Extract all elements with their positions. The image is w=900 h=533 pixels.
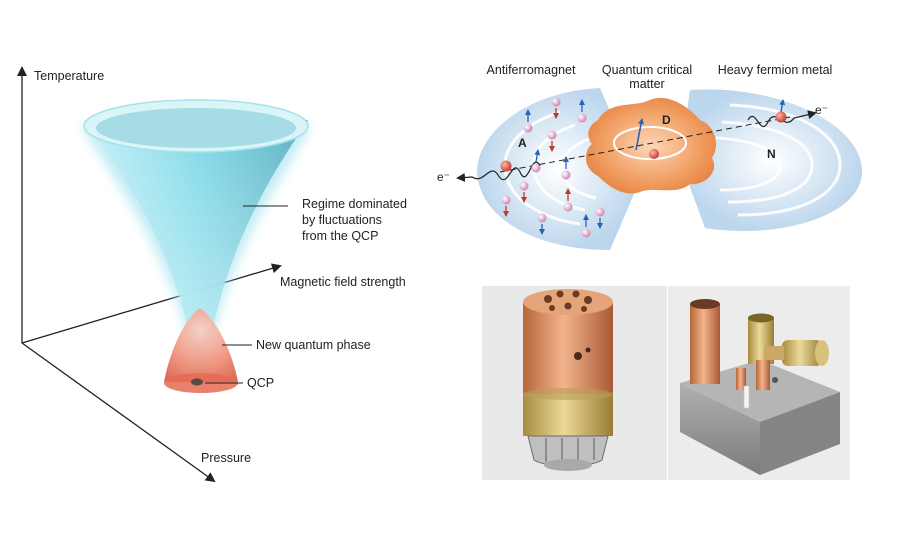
spin-atom [581,214,591,238]
right-spin-arrow [779,99,786,113]
electron-left [500,160,512,172]
center-spin-arrow [635,118,644,151]
electron-trajectory [499,116,791,173]
qcp-point [191,378,203,386]
spin-atom [551,97,561,119]
critical-title-line2: matter [629,77,664,91]
copper-cylinder [523,302,613,398]
spin-atom [563,188,573,212]
steel-block-front [680,383,760,475]
spin-atom [501,195,511,217]
quantum-critical-blob [585,97,716,194]
quantum-phase-dome [164,308,238,382]
qcp-label: QCP [247,376,274,390]
copper-tube [690,304,720,384]
sample-holder-photo [482,286,667,480]
antiferromagnet-title: Antiferromagnet [487,63,576,77]
spin-atom [537,213,547,235]
regime-label-line2: by fluctuations [302,213,382,227]
pressure-cell-photo [668,286,850,480]
copper-part [756,360,770,390]
regime-label-line3: from the QCP [302,229,378,243]
pressure-axis [21,342,216,483]
temperature-label: Temperature [34,69,104,83]
copper-top [523,289,613,315]
pressure-label: Pressure [201,451,251,465]
electron-right [775,111,787,123]
side-hole [574,352,582,360]
region-label-d: D [662,113,671,127]
copper-top-holes [544,290,592,312]
regime-label-line1: Regime dominated [302,197,407,211]
white-post [743,385,750,409]
spin-atom [561,156,571,180]
critical-title-line1: Quantum critical [602,63,692,77]
spin-atom [531,149,541,173]
phase-diagram: Temperature Magnetic field strength Pres… [17,66,407,483]
heavy-fermion-title: Heavy fermion metal [718,63,833,77]
spin-atom [523,109,533,133]
field-axis [21,263,282,344]
phase-label: New quantum phase [256,338,371,352]
antiferromagnet-spins [501,97,605,238]
electron-diagram: Antiferromagnet Quantum critical matter … [437,63,863,250]
electron-wave-left [456,161,541,182]
brass-connector [782,340,822,366]
spin-atom [595,207,605,229]
copper-part [736,368,746,390]
fluctuation-cone-sheen [84,120,308,378]
region-label-a: A [518,136,527,150]
electron-center [649,149,659,159]
electron-wave-right [747,110,817,128]
fluctuation-cone-opening [96,108,296,148]
spin-atom [577,99,587,123]
electron-label-right: e⁻ [815,103,828,117]
heavy-fermion-region [680,89,863,231]
side-hole [585,347,591,353]
spin-atom [547,130,557,152]
brass-section [523,394,613,436]
spin-atom [519,181,529,203]
critical-orbit [613,126,687,160]
region-label-n: N [767,147,776,161]
steel-block-side [760,392,840,475]
electron-label-left: e⁻ [437,170,450,184]
field-label: Magnetic field strength [280,275,406,289]
